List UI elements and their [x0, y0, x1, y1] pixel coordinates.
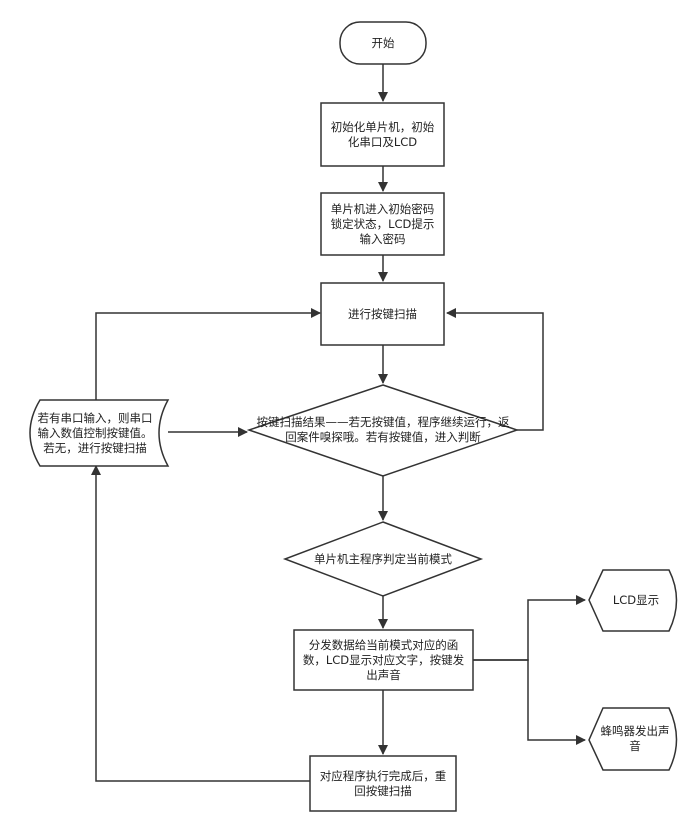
init-label: 初始化单片机，初始化串口及LCD	[330, 119, 435, 149]
mode-label: 单片机主程序判定当前模式	[314, 551, 452, 566]
start-label: 开始	[371, 35, 395, 50]
edge-dispatch-buzzer	[473, 659, 586, 745]
buzzer-node	[588, 707, 678, 771]
dispatch-label: 分发数据给当前模式对应的函数，LCD显示对应文字，按键发出声音	[302, 637, 465, 682]
finish-label: 对应程序执行完成后，重回按键扫描	[319, 768, 447, 798]
lcd-display-label: LCD显示	[612, 593, 660, 607]
edge-dispatch-lcd	[473, 595, 586, 661]
scan-label: 进行按键扫描	[348, 306, 417, 321]
lcd-display-node	[588, 569, 678, 632]
serial-label: 若有串口输入，则串口输入数值控制按键值。若无，进行按键扫描	[37, 410, 153, 455]
finish-box	[309, 755, 457, 812]
scan-result-label: 按键扫描结果——若无按键值，程序继续运行，返回案件嗅探哦。若有按键值，进入判断	[256, 415, 510, 444]
edge-finish-serial	[91, 465, 310, 782]
edge-serial-scan	[95, 308, 321, 400]
scan-result-decision	[246, 384, 520, 477]
lock-label: 单片机进入初始密码锁定状态，LCD提示输入密码	[330, 201, 435, 246]
dispatch-box	[293, 629, 474, 691]
serial-input-storage	[29, 399, 170, 467]
scan-box	[320, 282, 445, 346]
buzzer-label: 蜂鸣器发出声音	[600, 724, 670, 753]
init-box	[320, 102, 445, 167]
start-terminal	[339, 21, 427, 65]
edge-result-loop-back	[446, 308, 544, 431]
mode-decision	[282, 521, 484, 597]
lock-box	[320, 192, 445, 256]
